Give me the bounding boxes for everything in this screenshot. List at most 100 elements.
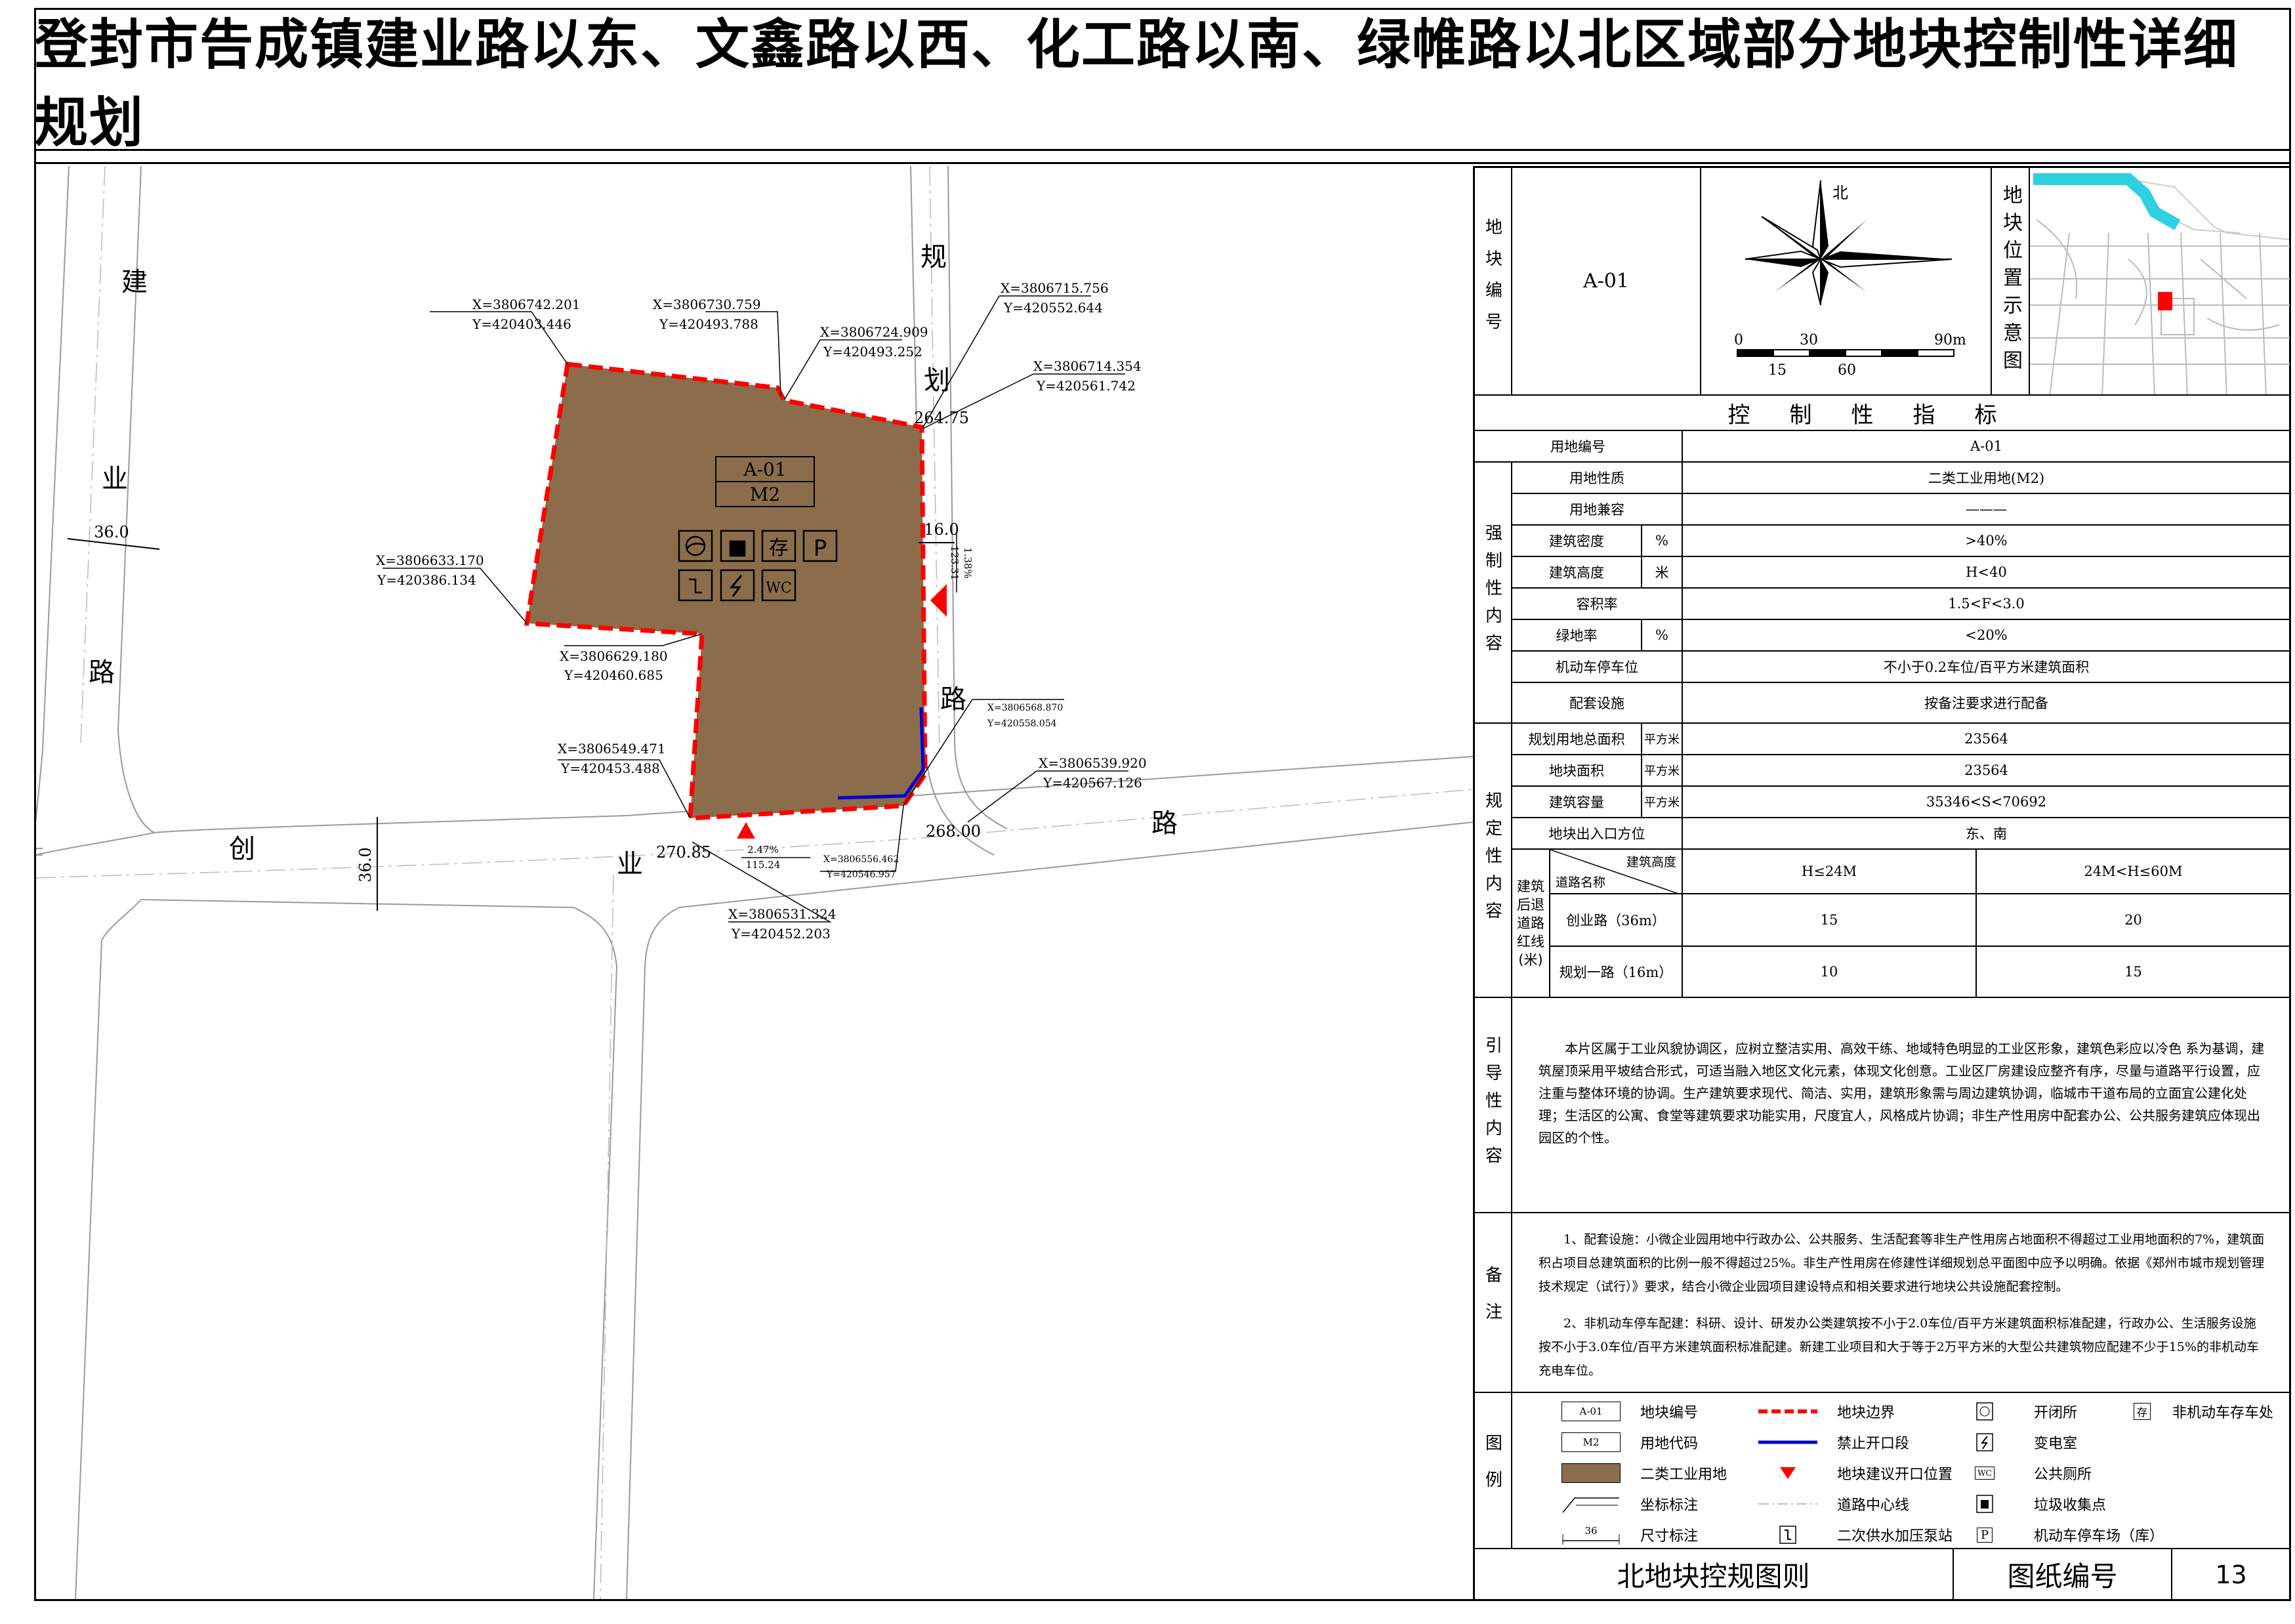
legend-bike-glyph: 存 [2133,1403,2151,1420]
legend-pump-text: 二次供水加压泵站 [1837,1528,1953,1545]
row-far-label: 容积率 [1511,587,1683,620]
garbage-icon [720,530,755,562]
row-plot-area-value: 23564 [1682,754,2291,787]
legend-boundary-swatch [1758,1402,1817,1421]
row-access-label: 地块出入口方位 [1511,817,1683,850]
legend-substation-text: 变电室 [2034,1436,2078,1452]
row-land-no-label: 用地编号 [1473,430,1683,463]
legend-parking-glyph: P [1976,1527,1993,1543]
row-facility-value: 按备注要求进行配备 [1682,682,2291,724]
setback-r1-name: 创业路（36m） [1549,893,1683,947]
bike-parking-icon [761,530,796,562]
location-map-cell [2029,166,2291,396]
legend-label: 图例 [1482,1434,1502,1507]
coord-y: Y=420453.488 [560,760,660,776]
coord-x: X=3806714.354 [1033,358,1142,374]
parking-glyph: P [814,535,827,562]
bike-glyph: 存 [769,537,789,560]
info-panel: 地块编号 A-01 北 [1473,166,2291,1601]
indicators-title: 控制性指标 [1727,402,2037,428]
mandatory-label: 强制性内容 [1482,524,1502,661]
setback-header-cell: 建筑高度 道路名称 [1549,848,1683,894]
guide-text: 本片区属于工业风貌协调区，应树立整洁实用、高效干练、地域特色明显的工业区形象，建… [1539,1041,2265,1146]
footer-no: 13 [2215,1560,2247,1589]
row-compat-value: ——— [1682,493,2291,526]
legend-wc-glyph: WC [1975,1467,1995,1480]
plot-no-value: A-01 [1583,269,1629,293]
slope-east-len: 123.31 [949,546,961,581]
north-arrow-icon: 北 0 30 90m 15 60 [1734,180,1966,379]
setback-label: 建筑后退道路红线(米) [1517,879,1544,968]
legend-garbage-text: 垃圾收集点 [2034,1497,2107,1514]
plot-no-label: 地块编号 [1482,218,1502,344]
legend-garbage-swatch [1955,1494,2014,1514]
road-names: 建 业 路 规 划 路 创 业 路 [89,242,1178,879]
row-height-value: H<40 [1682,556,2291,589]
row-plot-area-unit: 平方米 [1641,754,1683,787]
row-facility-label: 配套设施 [1511,682,1683,724]
coord-x: X=3806539.920 [1039,755,1147,771]
note-2: 2、非机动车停车配建：科研、设计、研发办公类建筑按不小于2.0车位/百平方米建筑… [1539,1316,2259,1378]
wc-icon [761,569,796,602]
coord-y: Y=420403.446 [472,316,571,332]
entry-marker-east [930,584,947,617]
legend-centerline-swatch [1758,1494,1817,1514]
legend-boundary-text: 地块边界 [1837,1405,1895,1421]
coord-x: X=3806730.759 [653,297,761,312]
width-chuangye: 36.0 [356,847,375,882]
row-nature-label: 用地性质 [1511,461,1683,494]
coord-labels: X=3806742.201 Y=420403.446 X=3806730.759… [376,280,1147,942]
legend-pump: 二次供水加压泵站 [1758,1524,1953,1545]
row-compat-label: 用地兼容 [1511,493,1683,526]
title-separator [34,152,2291,164]
road-centerlines [36,166,1473,1599]
footer-name: 北地块控规图则 [1617,1560,1810,1593]
entry-marker-south [737,822,755,839]
switch-station-icon [678,530,713,562]
legend-substation-swatch [1955,1432,2014,1452]
setback-head-road: 道路名称 [1556,875,1606,890]
north-scale-cell: 北 0 30 90m 15 60 [1700,166,1992,396]
coord-x: X=3806742.201 [472,297,581,312]
width-guihua: 16.0 [924,520,959,539]
legend-parking-swatch: P [1955,1525,2014,1545]
legend-no-open-text: 禁止开口段 [1837,1436,1910,1452]
row-height-label: 建筑高度 [1511,556,1642,589]
setback-r1-v1: 15 [1682,893,1977,947]
scale-30: 30 [1800,332,1818,348]
mandatory-label-cell: 强制性内容 [1473,461,1512,724]
road-name-jianye-3: 路 [89,657,115,688]
road-edges [36,166,1473,1599]
page-title: 登封市告成镇建业路以东、文鑫路以西、化工路以南、绿帷路以北区域部分地块控制性详细… [34,13,2239,154]
coord-x: X=3806531.324 [728,906,837,922]
row-floor-area-value: 35346<S<70692 [1682,785,2291,818]
coord-y: Y=420493.252 [823,344,922,360]
legend-industrial: 二类工业用地 [1561,1463,1727,1484]
slope-south-pct: 2.47% [747,844,779,856]
substation-icon [720,569,755,602]
legend-entry-text: 地块建议开口位置 [1837,1467,1953,1483]
row-plot-area-label: 地块面积 [1511,754,1642,787]
legend-no-open: 禁止开口段 [1758,1432,1909,1453]
wc-glyph: WC [766,580,791,596]
row-density-unit: % [1641,524,1683,557]
location-map [2030,173,2290,394]
legend-coord-swatch [1561,1494,1621,1514]
legend-land-code-swatch: M2 [1561,1432,1621,1452]
indicators-title-cell: 控制性指标 [1473,394,2291,431]
row-density-label: 建筑密度 [1511,524,1642,557]
setback-h2: 24M<H≤60M [1975,848,2291,894]
row-green-label: 绿地率 [1511,619,1642,652]
no-opening-segment [837,707,925,800]
north-label: 北 [1832,184,1848,202]
coord-x: X=3806629.180 [560,648,668,664]
legend-industrial-text: 二类工业用地 [1640,1467,1727,1483]
row-access-value: 东、南 [1682,817,2291,850]
notes-label: 备注 [1482,1266,1502,1339]
plot-id-label: A-01 [743,459,786,480]
row-green-value: <20% [1682,619,2291,652]
plan-map: A-01 M2 存 P WC 建 业 路 规 划 路 创 业 路 36.0 36… [36,166,1473,1599]
width-dimensions [67,538,955,911]
